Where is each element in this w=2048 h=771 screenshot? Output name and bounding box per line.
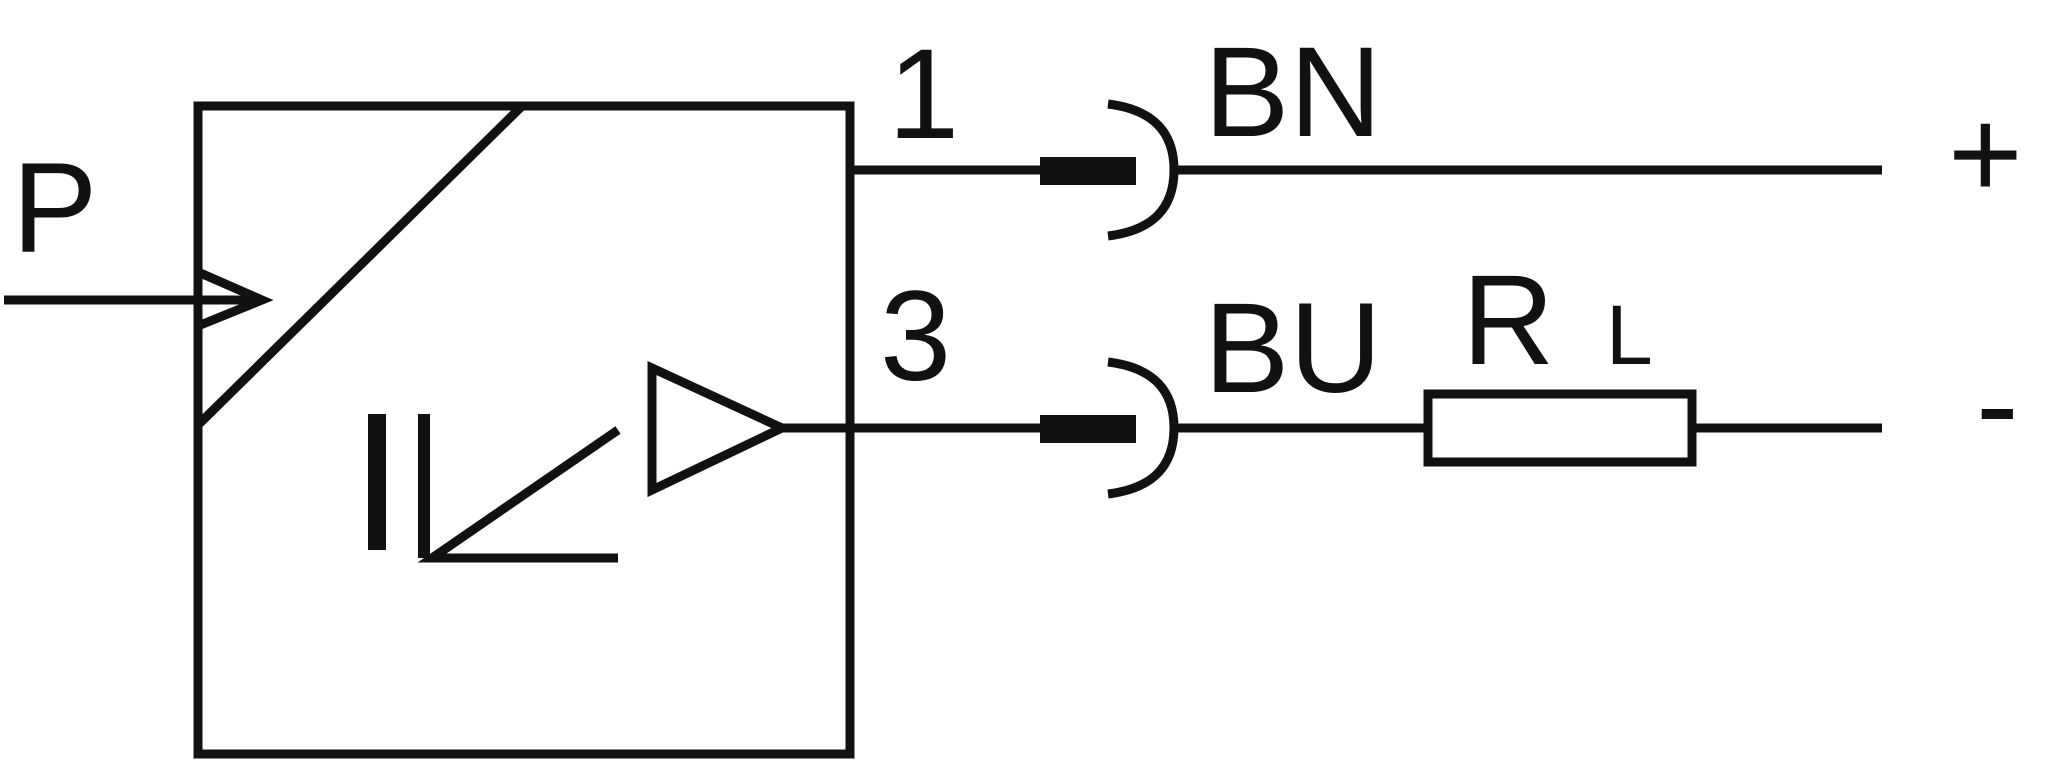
input-label: P (12, 137, 97, 280)
connector-1-pin-icon (1040, 157, 1136, 185)
amplifier-triangle-icon (647, 360, 793, 498)
pin-3-wire-color: BU (1204, 277, 1382, 420)
input-arrow-icon (196, 267, 274, 331)
load-resistor-symbol: R (1462, 249, 1554, 392)
polarity-plus: + (1948, 83, 2023, 226)
connector-3-pin-icon (1040, 415, 1136, 443)
polarity-minus: - (1976, 333, 2019, 476)
pin-1-wire-color: BN (1204, 21, 1382, 164)
pin-3-number: 3 (880, 265, 951, 408)
current-output-arrow-icon (417, 426, 621, 563)
current-arrow-stem (418, 414, 430, 558)
load-resistor (1423, 389, 1697, 467)
sensor-body (193, 101, 855, 759)
load-resistor-subscript: L (1606, 288, 1653, 382)
converter-diagonal (194, 102, 526, 429)
pin-1-number: 1 (888, 23, 959, 166)
current-symbol-icon (368, 414, 386, 550)
